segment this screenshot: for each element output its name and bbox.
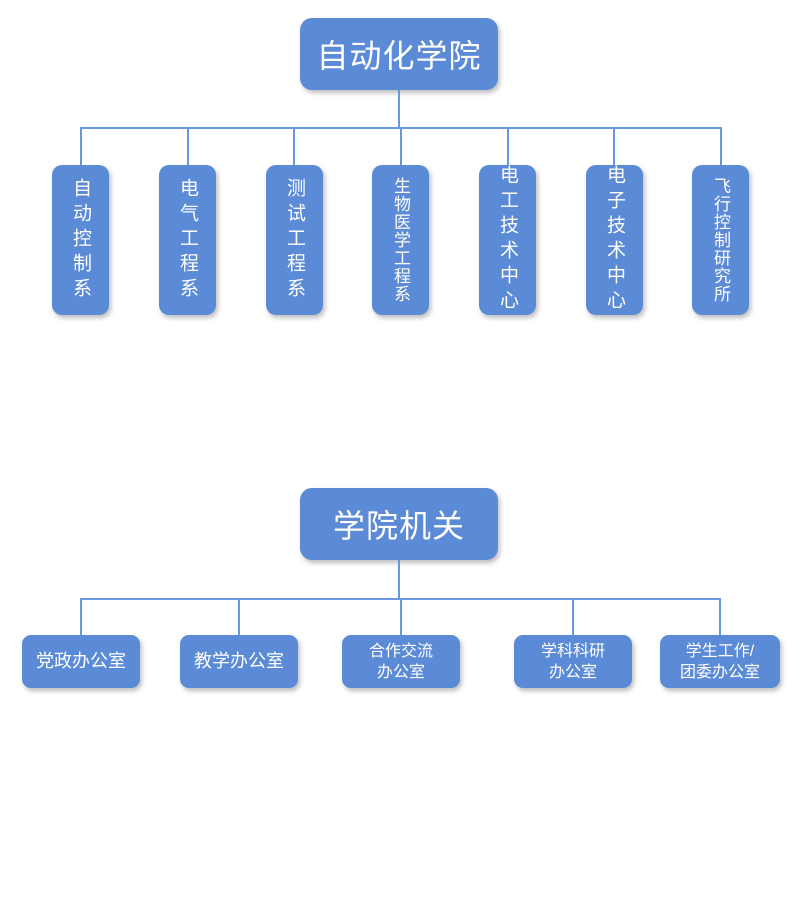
org-node: 测试工程系	[266, 165, 323, 315]
org-node-label: 电气工程系	[177, 177, 198, 303]
connector-line	[80, 127, 82, 165]
org-node-label: 电工技术中心	[497, 165, 518, 315]
connector-line	[187, 127, 189, 165]
connector-line	[720, 127, 722, 165]
org-node-label: 学科科研 办公室	[540, 642, 605, 681]
org-root-node: 学院机关	[300, 488, 498, 560]
org-root-label: 学院机关	[332, 508, 465, 544]
org-root-node: 自动化学院	[300, 18, 498, 90]
connector-line	[507, 127, 509, 165]
connector-line	[398, 90, 400, 128]
org-node-label: 生物医学工程系	[391, 177, 410, 303]
org-node: 党政办公室	[22, 635, 140, 688]
connector-line	[400, 598, 402, 635]
org-node-label: 飞行控制研究所	[711, 177, 730, 303]
connector-line	[572, 598, 574, 635]
connector-line	[613, 127, 615, 165]
org-node-label: 合作交流 办公室	[368, 642, 433, 681]
org-node-label: 电子技术中心	[604, 165, 625, 315]
org-node: 学生工作/ 团委办公室	[660, 635, 780, 688]
org-node-label: 党政办公室	[36, 651, 126, 671]
org-node: 学科科研 办公室	[514, 635, 632, 688]
org-node: 合作交流 办公室	[342, 635, 460, 688]
connector-line	[398, 560, 400, 599]
connector-line	[719, 598, 721, 635]
org-node-label: 测试工程系	[284, 177, 305, 303]
org-node-label: 自动控制系	[70, 177, 91, 303]
org-node-label: 学生工作/ 团委办公室	[679, 642, 760, 681]
connector-line	[293, 127, 295, 165]
org-node: 自动控制系	[52, 165, 109, 315]
org-node: 教学办公室	[180, 635, 298, 688]
org-root-label: 自动化学院	[316, 38, 482, 74]
org-node-label: 教学办公室	[194, 651, 284, 671]
connector-line	[238, 598, 240, 635]
org-node: 电气工程系	[159, 165, 216, 315]
connector-line	[80, 598, 82, 635]
org-node: 电子技术中心	[586, 165, 643, 315]
org-node: 电工技术中心	[479, 165, 536, 315]
org-node: 飞行控制研究所	[692, 165, 749, 315]
connector-line	[400, 127, 402, 165]
org-node: 生物医学工程系	[372, 165, 429, 315]
